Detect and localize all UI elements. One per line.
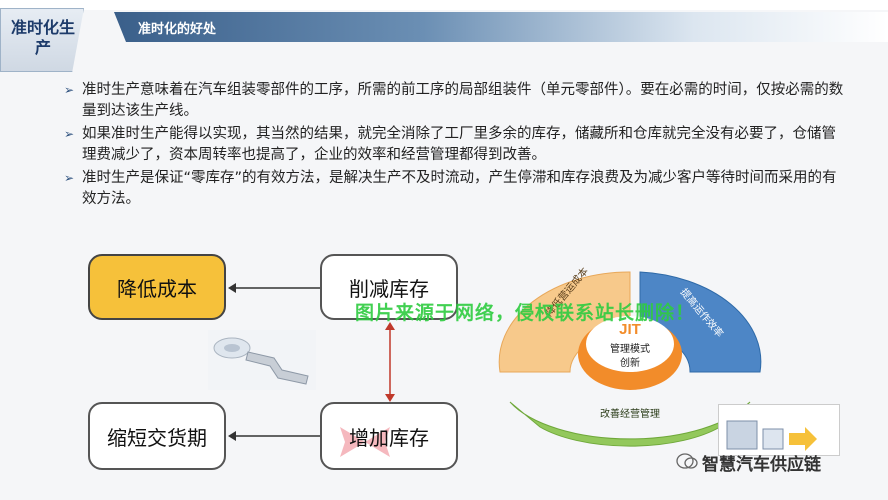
bullet-text: 准时生产是保证“零库存”的有效方法，是解决生产不及时流动，产生停滞和库存浪费及为… — [82, 170, 837, 207]
bullet-text: 准时生产意味着在汽车组装零部件的工序，所需的前工序的局部组装件（单元零部件）。要… — [82, 82, 844, 119]
jit-title: JIT — [619, 321, 641, 338]
bullet-arrow-icon: ➢ — [64, 171, 75, 185]
watermark-text: 图片来源于网络，侵权联系站长删除！ — [355, 302, 696, 324]
thumbnail-image — [718, 404, 840, 456]
reduce-cost-label: 降低成本 — [117, 276, 197, 301]
arrow-left-top — [228, 283, 320, 293]
bullet-item: ➢ 准时生产意味着在汽车组装零部件的工序，所需的前工序的局部组装件（单元零部件）… — [60, 80, 850, 122]
jit-seg-bottom: 改善经营管理 — [600, 407, 660, 420]
wechat-icon — [676, 453, 698, 469]
add-inventory-box: 增加库存 — [320, 402, 458, 470]
bullet-item: ➢ 如果准时生产能得以实现，其当然的结果，就完全消除了工厂里多余的库存，储藏所和… — [60, 124, 850, 166]
red-cross-mark — [340, 427, 390, 457]
cut-inventory-label: 削减库存 — [349, 276, 429, 301]
arrow-vertical-red — [385, 322, 395, 402]
bullet-arrow-icon: ➢ — [64, 127, 75, 141]
bullet-text: 如果准时生产能得以实现，其当然的结果，就完全消除了工厂里多余的库存，储藏所和仓库… — [82, 126, 836, 163]
footer-brand: 智慧汽车供应链 — [702, 455, 821, 475]
jit-center-line1: 管理模式 — [610, 342, 650, 355]
reduce-cost-box: 降低成本 — [88, 254, 226, 320]
bullet-item: ➢ 准时生产是保证“零库存”的有效方法，是解决生产不及时流动，产生停滞和库存浪费… — [60, 168, 850, 210]
jit-center-line2: 创新 — [620, 356, 640, 369]
subtitle-text: 准时化的好处 — [138, 22, 217, 37]
bullet-list: ➢ 准时生产意味着在汽车组装零部件的工序，所需的前工序的局部组装件（单元零部件）… — [60, 80, 850, 250]
thumbnail-graphic — [726, 420, 817, 451]
pipe-image — [208, 330, 316, 390]
jit-diagram: JIT 管理模式 创新 降低营运成本 提高运作效率 改善经营管理 — [480, 262, 780, 462]
arrow-left-bottom — [228, 431, 320, 441]
cut-inventory-box: 削减库存 — [320, 254, 458, 320]
section-title-tab: 准时化生产 — [0, 8, 84, 72]
subtitle-bar: 准时化的好处 — [114, 12, 888, 42]
bullet-arrow-icon: ➢ — [64, 83, 75, 97]
shorten-delivery-box: 缩短交货期 — [88, 402, 226, 470]
add-inventory-label: 增加库存 — [349, 425, 429, 450]
top-bar — [0, 0, 888, 10]
shorten-delivery-label: 缩短交货期 — [107, 425, 207, 450]
section-title: 准时化生产 — [10, 18, 75, 57]
